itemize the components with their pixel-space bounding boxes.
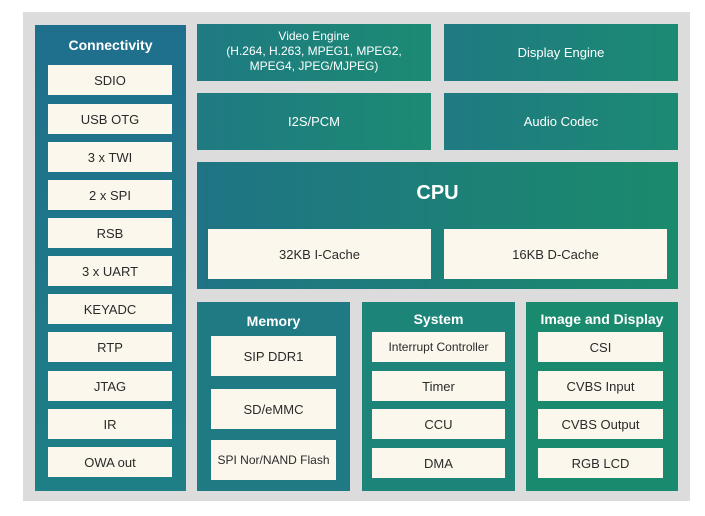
system-item-timer: Timer bbox=[372, 371, 505, 401]
system-item-ccu: CCU bbox=[372, 409, 505, 439]
display-engine-block: Display Engine bbox=[444, 24, 678, 81]
memory-block: Memory SIP DDR1 SD/eMMC SPI Nor/NAND Fla… bbox=[197, 302, 350, 491]
image-display-item-cvbs-output: CVBS Output bbox=[538, 409, 663, 439]
image-display-block: Image and Display CSI CVBS Input CVBS Ou… bbox=[526, 302, 678, 491]
connectivity-item-rtp: RTP bbox=[48, 332, 172, 362]
cpu-block: CPU 32KB I-Cache 16KB D-Cache bbox=[197, 162, 678, 289]
image-display-item-cvbs-input: CVBS Input bbox=[538, 371, 663, 401]
image-display-item-csi: CSI bbox=[538, 332, 663, 362]
memory-title: Memory bbox=[246, 313, 301, 329]
cpu-icache: 32KB I-Cache bbox=[208, 229, 431, 279]
connectivity-item-owa-out: OWA out bbox=[48, 447, 172, 477]
connectivity-item-jtag: JTAG bbox=[48, 371, 172, 401]
audio-codec-block: Audio Codec bbox=[444, 93, 678, 150]
connectivity-item-spi: 2 x SPI bbox=[48, 180, 172, 210]
connectivity-title: Connectivity bbox=[68, 37, 153, 53]
memory-item-sip-ddr1: SIP DDR1 bbox=[211, 336, 336, 376]
cpu-title: CPU bbox=[416, 182, 459, 204]
connectivity-item-keyadc: KEYADC bbox=[48, 294, 172, 324]
system-item-dma: DMA bbox=[372, 448, 505, 478]
cpu-dcache: 16KB D-Cache bbox=[444, 229, 667, 279]
system-block: System Interrupt Controller Timer CCU DM… bbox=[362, 302, 515, 491]
video-engine-title: Video Engine bbox=[278, 29, 350, 43]
video-engine-block: Video Engine (H.264, H.263, MPEG1, MPEG2… bbox=[197, 24, 431, 81]
connectivity-item-uart: 3 x UART bbox=[48, 256, 172, 286]
connectivity-item-ir: IR bbox=[48, 409, 172, 439]
display-engine-label: Display Engine bbox=[517, 45, 605, 60]
memory-item-spi-flash: SPI Nor/NAND Flash bbox=[211, 440, 336, 480]
i2s-pcm-block: I2S/PCM bbox=[197, 93, 431, 150]
image-display-title: Image and Display bbox=[540, 311, 664, 327]
connectivity-item-rsb: RSB bbox=[48, 218, 172, 248]
system-title: System bbox=[413, 311, 464, 327]
video-engine-codecs-line1: (H.264, H.263, MPEG1, MPEG2, bbox=[226, 44, 402, 58]
connectivity-item-usb-otg: USB OTG bbox=[48, 104, 172, 134]
connectivity-item-sdio: SDIO bbox=[48, 65, 172, 95]
connectivity-block: Connectivity SDIO USB OTG 3 x TWI 2 x SP… bbox=[35, 25, 186, 491]
video-engine-codecs-line2: MPEG4, JPEG/MJPEG) bbox=[249, 59, 379, 73]
i2s-pcm-label: I2S/PCM bbox=[287, 114, 340, 129]
system-item-interrupt-controller: Interrupt Controller bbox=[372, 332, 505, 362]
connectivity-item-twi: 3 x TWI bbox=[48, 142, 172, 172]
audio-codec-label: Audio Codec bbox=[523, 114, 599, 129]
image-display-item-rgb-lcd: RGB LCD bbox=[538, 448, 663, 478]
memory-item-sd-emmc: SD/eMMC bbox=[211, 389, 336, 429]
